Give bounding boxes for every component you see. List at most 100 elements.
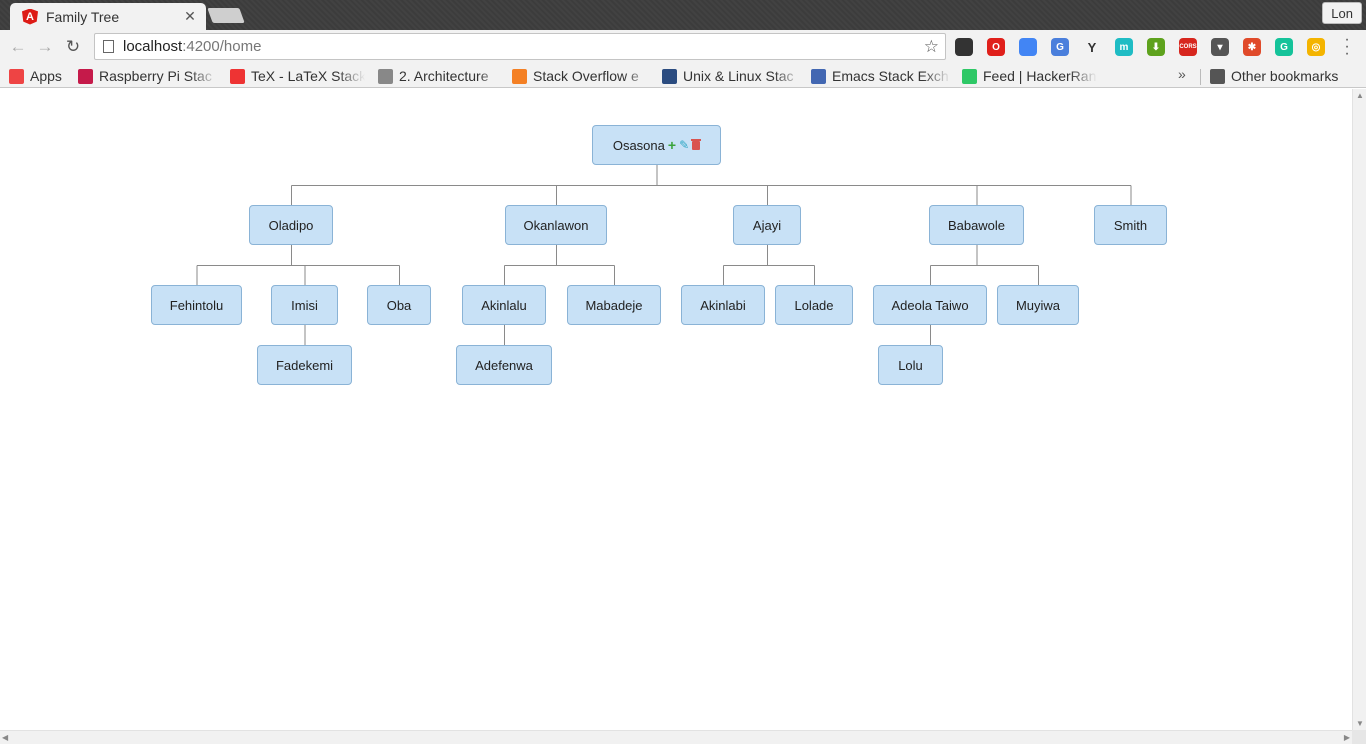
tree-node-adeola-taiwo[interactable]: Adeola Taiwo bbox=[873, 285, 987, 325]
bookmark-other-bookmarks[interactable]: Other bookmarks bbox=[1210, 66, 1355, 86]
bookmarks-separator bbox=[1200, 69, 1201, 85]
tree-node-oba[interactable]: Oba bbox=[367, 285, 431, 325]
edit-icon[interactable]: ✎ bbox=[679, 138, 690, 152]
node-label: Osasona bbox=[612, 137, 665, 153]
tree-node-mabadeje[interactable]: Mabadeje bbox=[567, 285, 661, 325]
bookmark-label: TeX - LaTeX Stack bbox=[251, 68, 365, 84]
profile-button[interactable]: Lon bbox=[1322, 2, 1362, 24]
forward-button[interactable]: → bbox=[36, 37, 54, 56]
add-icon[interactable]: + bbox=[667, 137, 677, 153]
back-button[interactable]: ← bbox=[9, 37, 27, 56]
scroll-up-icon[interactable]: ▲ bbox=[1356, 91, 1364, 100]
node-label: Adefenwa bbox=[475, 357, 533, 373]
bookmark-stack-overflow-e[interactable]: Stack Overflow e bbox=[512, 66, 652, 86]
browser-tab[interactable]: A Family Tree ✕ bbox=[10, 3, 206, 30]
bookmark-label: Emacs Stack Exch bbox=[832, 68, 949, 84]
bookmark-unix-linux-stac[interactable]: Unix & Linux Stac bbox=[662, 66, 802, 86]
tree-node-oladipo[interactable]: Oladipo bbox=[249, 205, 333, 245]
tree-node-lolade[interactable]: Lolade bbox=[775, 285, 853, 325]
tree-node-ajayi[interactable]: Ajayi bbox=[733, 205, 801, 245]
node-actions: +✎ bbox=[667, 137, 702, 153]
url-path: :4200/home bbox=[182, 38, 262, 55]
raspberry-icon bbox=[78, 68, 93, 84]
angular-icon: A bbox=[22, 8, 38, 25]
bookmark-label: 2. Architecture bbox=[399, 68, 489, 84]
tree-node-smith[interactable]: Smith bbox=[1094, 205, 1167, 245]
url-host: localhost bbox=[123, 38, 183, 55]
node-label: Adeola Taiwo bbox=[891, 297, 969, 313]
tree-connectors bbox=[196, 165, 1132, 345]
horizontal-scrollbar[interactable]: ◀ ▶ bbox=[0, 730, 1352, 744]
bookmark-tex-latex-stack[interactable]: TeX - LaTeX Stack bbox=[230, 66, 365, 86]
close-tab-icon[interactable]: ✕ bbox=[184, 8, 196, 24]
tree-node-okanlawon[interactable]: Okanlawon bbox=[505, 205, 607, 245]
tex-icon bbox=[230, 68, 245, 84]
chrome-menu-icon[interactable]: ··· bbox=[1344, 31, 1350, 62]
node-label: Okanlawon bbox=[523, 217, 589, 233]
vertical-scrollbar[interactable]: ▲ ▼ bbox=[1352, 89, 1366, 730]
page-icon bbox=[103, 40, 114, 53]
tree-node-lolu[interactable]: Lolu bbox=[878, 345, 943, 385]
bookmark-apps[interactable]: Apps bbox=[9, 66, 69, 86]
emacs-icon bbox=[811, 68, 826, 84]
tab-title: Family Tree bbox=[46, 8, 120, 25]
bookmark-label: Raspberry Pi Stac bbox=[99, 68, 212, 84]
folder-icon bbox=[1210, 68, 1225, 84]
node-label: Akinlalu bbox=[481, 297, 527, 313]
node-label: Mabadeje bbox=[585, 297, 643, 313]
bookmark-2-architecture[interactable]: 2. Architecture bbox=[378, 66, 503, 86]
reload-button[interactable]: ↻ bbox=[65, 37, 81, 56]
node-label: Oba bbox=[386, 297, 412, 313]
node-label: Fadekemi bbox=[275, 357, 334, 373]
download-icon[interactable]: ⬇ bbox=[1147, 38, 1165, 56]
basketball-icon[interactable]: ✱ bbox=[1243, 38, 1261, 56]
mercury-icon[interactable]: m bbox=[1115, 38, 1133, 56]
tree-node-akinlabi[interactable]: Akinlabi bbox=[681, 285, 765, 325]
address-bar[interactable]: localhost:4200/home ☆ bbox=[94, 33, 946, 60]
bookmarks-overflow-button[interactable]: » bbox=[1178, 66, 1186, 82]
ycombinator-icon[interactable]: Y bbox=[1083, 38, 1101, 56]
tree-node-osasona[interactable]: Osasona+✎ bbox=[592, 125, 721, 165]
node-label: Smith bbox=[1113, 217, 1148, 233]
tree-node-muyiwa[interactable]: Muyiwa bbox=[997, 285, 1079, 325]
window-titlebar: A Family Tree ✕ Lon bbox=[0, 0, 1366, 30]
bookmark-label: Feed | HackerRan bbox=[983, 68, 1097, 84]
scroll-right-icon[interactable]: ▶ bbox=[1343, 733, 1350, 742]
tree-node-babawole[interactable]: Babawole bbox=[929, 205, 1024, 245]
scroll-left-icon[interactable]: ◀ bbox=[2, 733, 9, 742]
tree-node-adefenwa[interactable]: Adefenwa bbox=[456, 345, 552, 385]
tree-node-akinlalu[interactable]: Akinlalu bbox=[462, 285, 546, 325]
node-label: Ajayi bbox=[752, 217, 782, 233]
tamper-icon[interactable] bbox=[955, 38, 973, 56]
bookmark-raspberry-pi-stac[interactable]: Raspberry Pi Stac bbox=[78, 66, 218, 86]
node-label: Fehintolu bbox=[169, 297, 224, 313]
tree-node-imisi[interactable]: Imisi bbox=[271, 285, 338, 325]
bookmark-label: Apps bbox=[30, 68, 62, 84]
hackerrank-icon bbox=[962, 68, 977, 84]
unix-icon bbox=[662, 68, 677, 84]
delete-icon[interactable] bbox=[691, 138, 702, 150]
scroll-down-icon[interactable]: ▼ bbox=[1356, 719, 1364, 728]
new-tab-button[interactable] bbox=[207, 8, 245, 23]
bookmark-label: Stack Overflow e bbox=[533, 68, 639, 84]
node-label: Lolu bbox=[898, 357, 923, 373]
stackoverflow-icon bbox=[512, 68, 527, 84]
page-search-icon bbox=[378, 68, 393, 84]
bookmark-feed-hackerran[interactable]: Feed | HackerRan bbox=[962, 66, 1097, 86]
node-label: Imisi bbox=[291, 297, 318, 313]
cors-icon[interactable]: CORS bbox=[1179, 38, 1197, 56]
bookmark-emacs-stack-exch[interactable]: Emacs Stack Exch bbox=[811, 66, 951, 86]
tree-node-fehintolu[interactable]: Fehintolu bbox=[151, 285, 242, 325]
scrollbar-corner bbox=[1352, 730, 1366, 744]
grammarly-icon[interactable]: G bbox=[1275, 38, 1293, 56]
google-icon[interactable] bbox=[1019, 38, 1037, 56]
tree-node-fadekemi[interactable]: Fadekemi bbox=[257, 345, 352, 385]
chrome-icon[interactable]: ◎ bbox=[1307, 38, 1325, 56]
bookmark-star-icon[interactable]: ☆ bbox=[923, 37, 939, 56]
opera-icon[interactable]: O bbox=[987, 38, 1005, 56]
translate-icon[interactable]: G bbox=[1051, 38, 1069, 56]
pocket-icon[interactable]: ▾ bbox=[1211, 38, 1229, 56]
node-label: Akinlabi bbox=[700, 297, 746, 313]
